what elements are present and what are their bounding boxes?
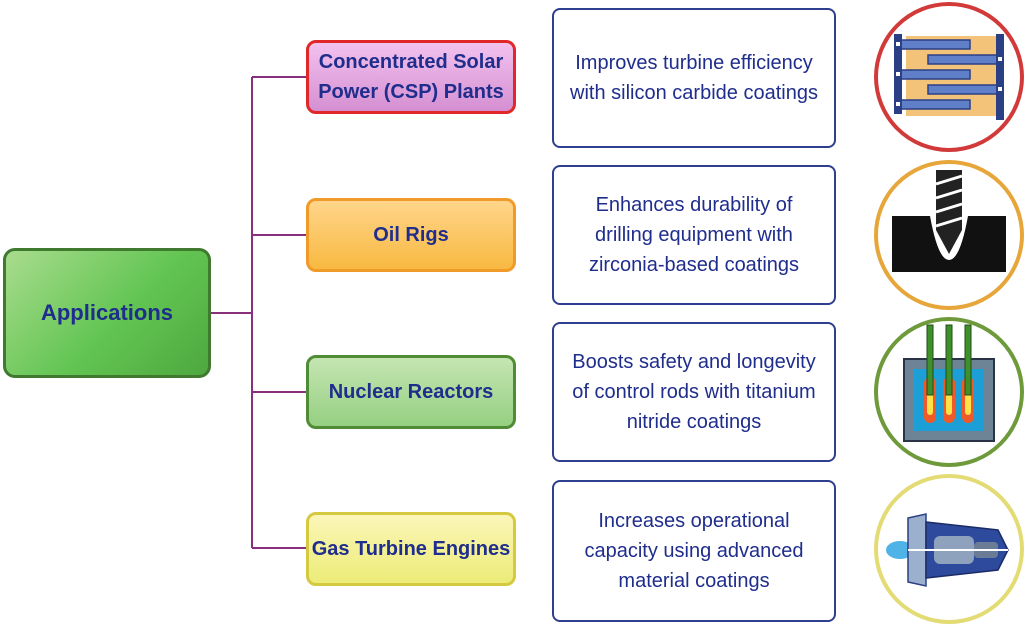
reactor-core-icon [874, 317, 1024, 467]
description-gas-turbine-engines: Increases operational capacity using adv… [552, 480, 836, 622]
category-gas-turbine-engines: Gas Turbine Engines [306, 512, 516, 586]
category-label: Concentrated Solar Power (CSP) Plants [318, 51, 504, 103]
description-text: Increases operational capacity using adv… [584, 510, 804, 592]
description-nuclear-reactors: Boosts safety and longevity of control r… [552, 322, 836, 462]
description-text: Improves turbine efficiency with silicon… [570, 52, 818, 104]
solar-receiver-icon [874, 2, 1024, 152]
description-csp-plants: Improves turbine efficiency with silicon… [552, 8, 836, 148]
category-csp-plants: Concentrated Solar Power (CSP) Plants [306, 40, 516, 114]
category-label: Nuclear Reactors [328, 381, 494, 403]
category-nuclear-reactors: Nuclear Reactors [306, 355, 516, 429]
root-label: Applications [40, 300, 173, 325]
category-oil-rigs: Oil Rigs [306, 198, 516, 272]
description-oil-rigs: Enhances durability of drilling equipmen… [552, 165, 836, 305]
description-text: Boosts safety and longevity of control r… [572, 351, 816, 433]
category-label: Oil Rigs [373, 224, 449, 246]
turbine-engine-icon [874, 474, 1024, 624]
category-label: Gas Turbine Engines [311, 538, 511, 560]
description-text: Enhances durability of drilling equipmen… [588, 194, 800, 276]
root-node-applications: Applications [3, 248, 211, 378]
drill-bit-icon [874, 160, 1024, 310]
